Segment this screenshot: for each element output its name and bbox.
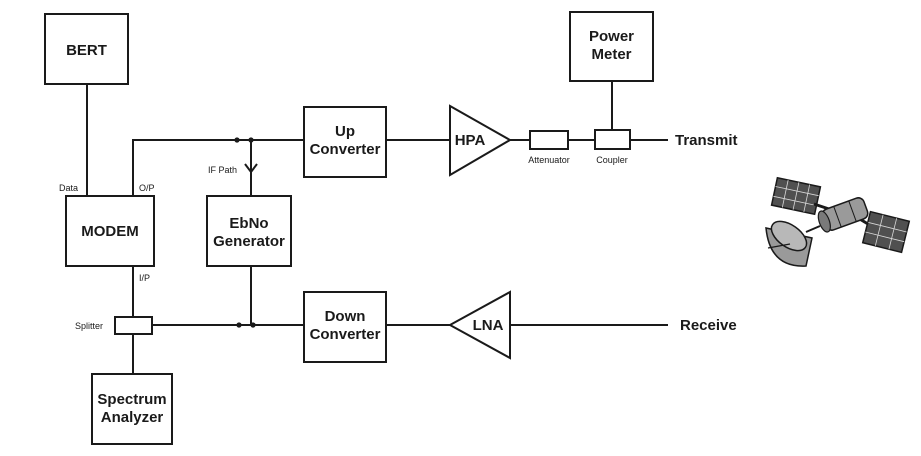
- down-converter-label-line2: Converter: [310, 326, 381, 343]
- down-converter-block: Down Converter: [303, 291, 387, 363]
- if-path-label: IF Path: [208, 165, 237, 175]
- modem-block: MODEM: [65, 195, 155, 267]
- spectrum-analyzer-label-line2: Analyzer: [101, 409, 164, 426]
- connections: [86, 81, 668, 374]
- tx-switch-dot-left: [234, 137, 240, 143]
- ebno-label-line1: EbNo: [229, 215, 268, 232]
- hpa-label: HPA: [455, 132, 486, 149]
- tx-switch-dot-right: [248, 137, 254, 143]
- op-port-label: O/P: [139, 183, 155, 193]
- ebno-generator-block: EbNo Generator: [206, 195, 292, 267]
- rx-switch-dot-right: [250, 322, 256, 328]
- attenuator-label: Attenuator: [528, 155, 570, 165]
- lna-amplifier: LNA: [447, 290, 511, 360]
- power-meter-label-line1: Power: [589, 28, 634, 45]
- spectrum-analyzer-block: Spectrum Analyzer: [91, 373, 173, 445]
- coupler-label: Coupler: [596, 155, 628, 165]
- rx-switch-dot-left: [236, 322, 242, 328]
- down-converter-label-line1: Down: [325, 308, 366, 325]
- wire-modem-op: [132, 139, 237, 196]
- bert-label: BERT: [66, 42, 107, 59]
- modem-label: MODEM: [81, 223, 139, 240]
- coupler-block: Coupler: [594, 129, 631, 165]
- hpa-amplifier: HPA: [449, 104, 513, 177]
- spectrum-analyzer-label-line1: Spectrum: [97, 391, 166, 408]
- ip-port-label: I/P: [139, 273, 150, 283]
- receive-label: Receive: [680, 317, 737, 334]
- attenuator-block: Attenuator: [528, 130, 570, 165]
- splitter-label: Splitter: [75, 321, 103, 331]
- satellite-icon: [765, 176, 911, 267]
- up-converter-label-line2: Converter: [310, 141, 381, 158]
- power-meter-label-line2: Meter: [591, 46, 631, 63]
- up-converter-block: Up Converter: [303, 106, 387, 178]
- switch-dots: [234, 137, 256, 328]
- bert-block: BERT: [44, 13, 129, 85]
- data-port-label: Data: [59, 183, 78, 193]
- up-converter-label-line1: Up: [335, 123, 355, 140]
- lna-label: LNA: [473, 317, 504, 334]
- transmit-label: Transmit: [675, 132, 738, 149]
- splitter-block: Splitter: [75, 316, 153, 335]
- power-meter-block: Power Meter: [569, 11, 654, 82]
- ebno-label-line2: Generator: [213, 233, 285, 250]
